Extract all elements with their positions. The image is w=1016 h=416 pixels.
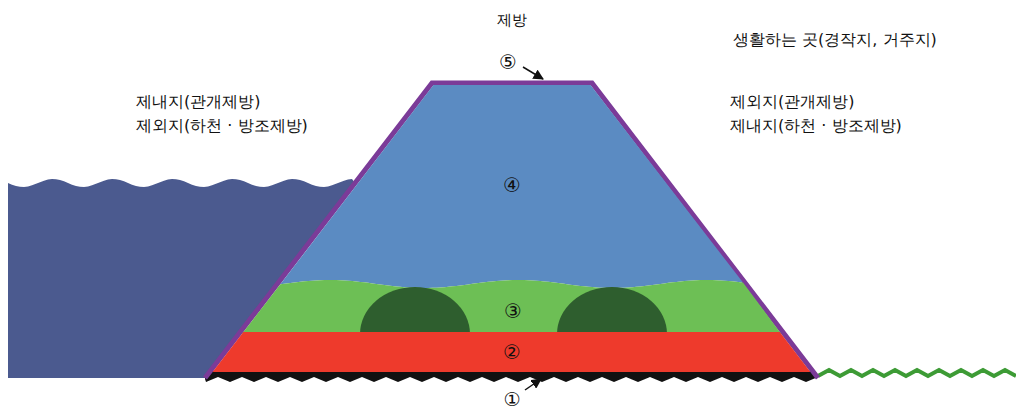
ground-line <box>818 370 1016 376</box>
callout-number: ④ <box>503 173 521 197</box>
callout-number: ③ <box>504 299 522 323</box>
foundation-layer: ② <box>205 330 818 374</box>
foundation-base <box>205 371 818 382</box>
drain-mound <box>360 287 470 334</box>
drain-mound <box>557 287 667 334</box>
region-label: 생활하는 곳(경작지, 거주지) <box>733 30 937 49</box>
region-label: 제내지(관개제방) <box>136 92 260 111</box>
layer-fill <box>242 280 781 334</box>
region-label: 제내지(하천 · 방조제방) <box>730 116 902 135</box>
filter-layer: ③ <box>205 276 818 336</box>
diagram-title: 제방 <box>497 11 527 29</box>
callout-number: ② <box>503 340 521 364</box>
callout-number: ① <box>503 388 520 411</box>
embankment-body: ④ <box>205 80 818 295</box>
callout-number: ⑤ <box>499 50 517 74</box>
leader-line <box>525 379 541 390</box>
region-label: 제외지(하천 · 방조제방) <box>136 116 308 135</box>
layer-fill <box>280 85 743 288</box>
leader-line <box>523 67 543 79</box>
region-label: 제외지(관개제방) <box>730 92 854 111</box>
layer-fill <box>213 332 811 372</box>
